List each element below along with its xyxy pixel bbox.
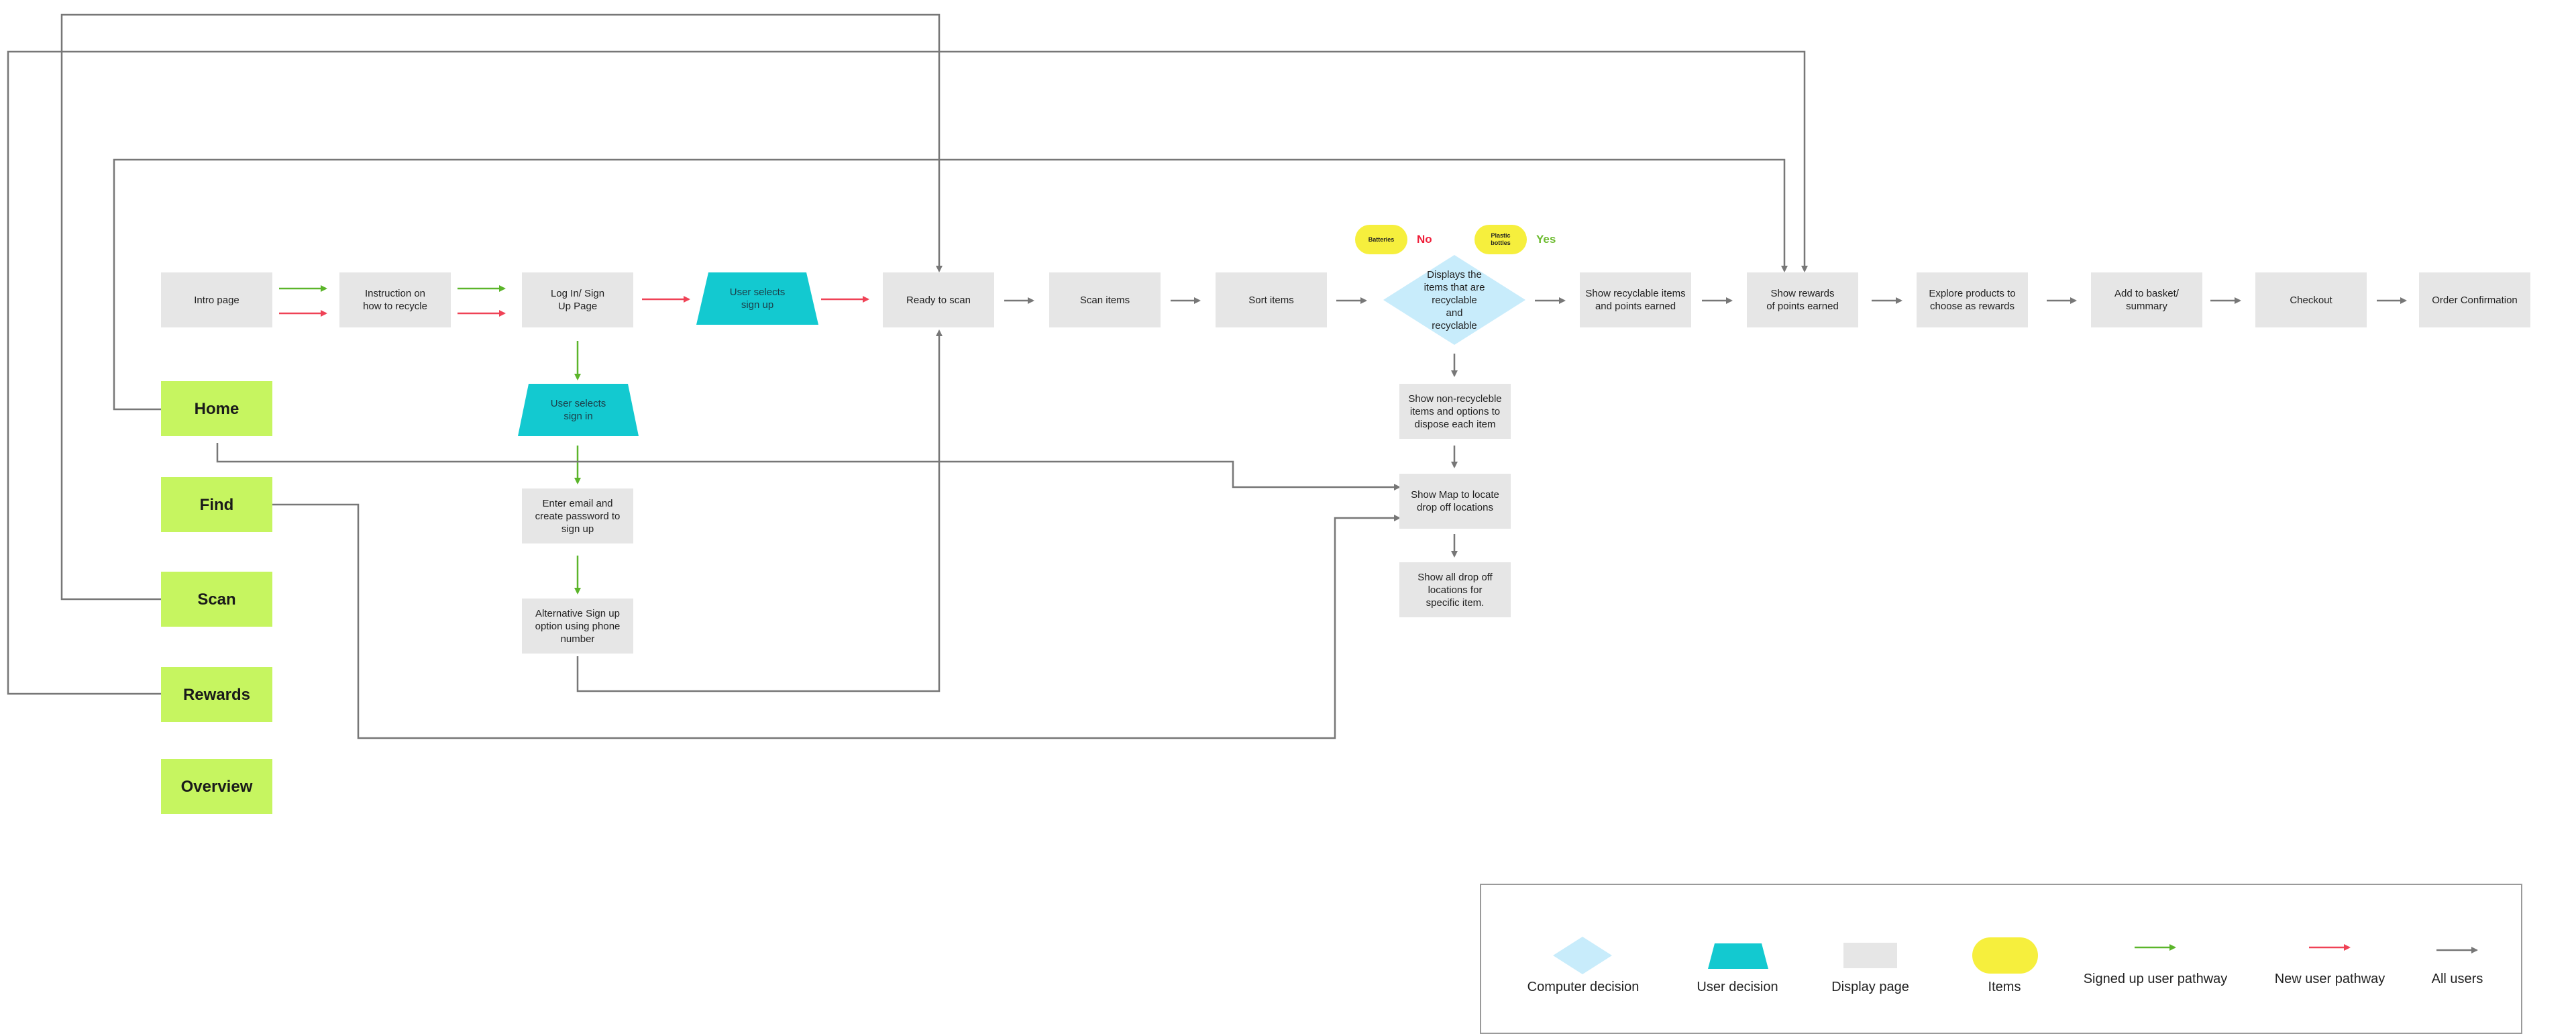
displays-items-decision-node: Displays the items that are recyclable a… [1383, 255, 1525, 345]
all-dropoff-node: Show all drop off locations for specific… [1399, 562, 1511, 617]
show-recyclable-label: Show recyclable items and points earned [1585, 288, 1686, 312]
add-to-basket-label: Add to basket/ summary [2114, 288, 2179, 312]
email-signup-label: Enter email and create password to sign … [535, 497, 621, 535]
signed-up-arrows [279, 285, 581, 594]
instruction-page-node: Instruction on how to recycle [339, 272, 451, 327]
intro-page-label: Intro page [194, 294, 239, 306]
scan-items-node: Scan items [1049, 272, 1161, 327]
user-selects-sign-in-node: User selects sign in [518, 384, 639, 436]
map-label: Show Map to locate drop off locations [1411, 489, 1499, 513]
user-decision-shape [518, 384, 639, 436]
map-node: Show Map to locate drop off locations [1399, 474, 1511, 529]
all-dropoff-label: Show all drop off locations for specific… [1417, 571, 1493, 609]
batteries-answer: No [1417, 233, 1432, 246]
computer-decision-legend-label: Computer decision [1527, 980, 1640, 994]
add-to-basket-node: Add to basket/ summary [2091, 272, 2202, 327]
display-page-legend-icon [1843, 943, 1897, 968]
login-page-node: Log In/ Sign Up Page [522, 272, 633, 327]
signed-up-pathway-legend-label: Signed up user pathway [2083, 972, 2228, 986]
ready-to-scan-node: Ready to scan [883, 272, 994, 327]
displays-items-label: Displays the items that are recyclable a… [1424, 268, 1485, 331]
plastic-bottles-answer: Yes [1536, 233, 1556, 246]
all-users-legend-icon [2436, 947, 2478, 953]
user-decision-legend-icon [1708, 943, 1768, 969]
ready-to-scan-label: Ready to scan [906, 294, 971, 306]
non-recyclable-node: Show non-recycleble items and options to… [1399, 384, 1511, 439]
non-recyclable-label: Show non-recycleble items and options to… [1408, 393, 1502, 430]
nav-home-label: Home [194, 399, 239, 418]
order-confirmation-label: Order Confirmation [2432, 294, 2518, 306]
batteries-label: Batteries [1368, 236, 1395, 243]
batteries-item: Batteries [1355, 225, 1407, 254]
nav-scan-label: Scan [197, 590, 236, 609]
checkout-node: Checkout [2255, 272, 2367, 327]
plastic-bottles-item: Plastic bottles [1474, 225, 1527, 254]
instruction-page-label: Instruction on how to recycle [363, 288, 427, 312]
email-signup-node: Enter email and create password to sign … [522, 488, 633, 543]
phone-signup-label: Alternative Sign up option using phone n… [535, 607, 621, 645]
plastic-bottles-label: Plastic bottles [1491, 232, 1511, 246]
new-user-arrows [279, 296, 869, 317]
phone-signup-node: Alternative Sign up option using phone n… [522, 599, 633, 654]
user-selects-sign-up-node: User selects sign up [696, 272, 818, 325]
sort-items-label: Sort items [1248, 294, 1294, 306]
items-legend-icon [1972, 937, 2038, 974]
nav-rewards-label: Rewards [182, 685, 251, 704]
nav-overview-label: Overview [180, 777, 253, 796]
user-decision-legend-label: User decision [1697, 980, 1778, 994]
nav-home[interactable]: Home [161, 381, 272, 436]
nav-find[interactable]: Find [161, 477, 272, 532]
user-selects-sign-in-label: User selects sign in [550, 398, 606, 422]
intro-page-node: Intro page [161, 272, 272, 327]
items-legend-label: Items [1988, 980, 2021, 994]
signed-up-pathway-legend-icon [2135, 944, 2176, 951]
new-user-pathway-legend-label: New user pathway [2274, 972, 2385, 986]
show-rewards-label: Show rewards of points earned [1766, 288, 1839, 312]
scan-items-label: Scan items [1079, 294, 1130, 306]
show-rewards-node: Show rewards of points earned [1747, 272, 1858, 327]
display-page-legend-label: Display page [1831, 980, 1909, 994]
explore-products-label: Explore products to choose as rewards [1929, 288, 2016, 312]
login-page-label: Log In/ Sign Up Page [550, 288, 605, 312]
new-user-pathway-legend-icon [2309, 944, 2351, 951]
show-recyclable-node: Show recyclable items and points earned [1580, 272, 1691, 327]
nav-overview[interactable]: Overview [161, 759, 272, 814]
all-users-arrows [7, 13, 2407, 739]
user-selects-sign-up-label: User selects sign up [729, 287, 786, 311]
explore-products-node: Explore products to choose as rewards [1917, 272, 2028, 327]
computer-decision-legend-icon [1553, 937, 1612, 974]
sort-items-node: Sort items [1216, 272, 1327, 327]
nav-scan[interactable]: Scan [161, 572, 272, 627]
checkout-label: Checkout [2290, 294, 2332, 306]
nav-find-label: Find [199, 495, 234, 514]
computer-decision-shape [1383, 255, 1525, 345]
all-users-legend-label: All users [2431, 972, 2483, 986]
order-confirmation-node: Order Confirmation [2419, 272, 2530, 327]
nav-rewards[interactable]: Rewards [161, 667, 272, 722]
user-decision-shape [696, 272, 818, 325]
